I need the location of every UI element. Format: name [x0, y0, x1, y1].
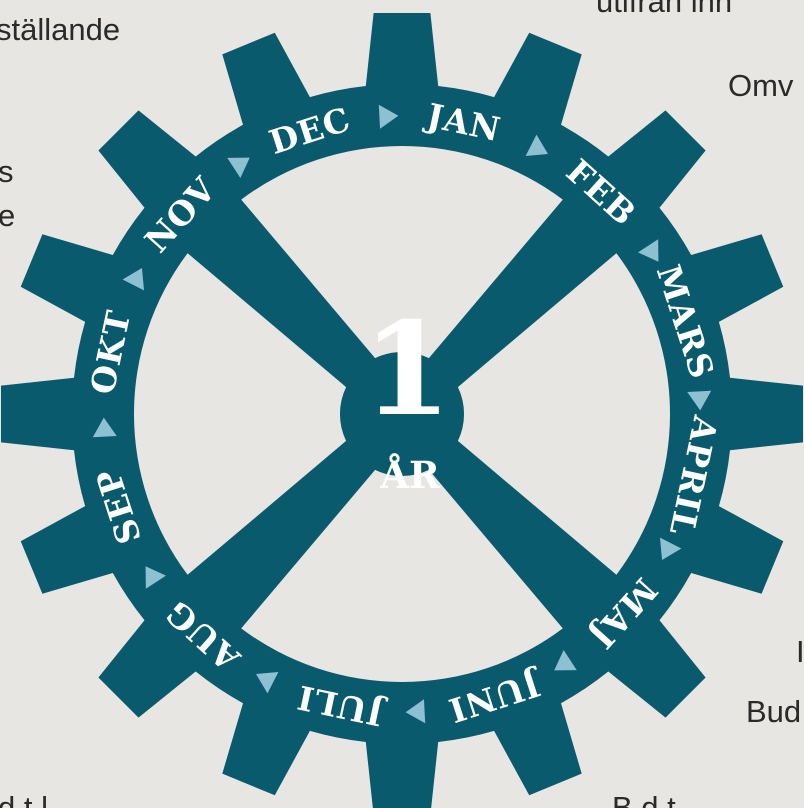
triangle-arrow-icon: [405, 699, 426, 724]
text-fragment-bottom-right: B d t: [612, 790, 676, 808]
text-fragment-right-1: Omv: [728, 68, 794, 103]
triangle-arrow-icon: [687, 390, 712, 411]
text-fragment-left-1: s: [0, 154, 14, 189]
triangle-arrow-icon: [638, 239, 659, 262]
text-fragment-top-left: ställande: [0, 12, 121, 47]
triangle-arrow-icon: [227, 157, 250, 178]
text-fragment-right-2: I: [796, 634, 804, 669]
triangle-arrow-icon: [554, 650, 577, 671]
triangle-arrow-icon: [256, 671, 279, 694]
triangle-arrow-icon: [525, 134, 548, 157]
month-arrows: [92, 104, 712, 724]
text-fragment-bottom-left: d t l: [0, 790, 48, 808]
triangle-arrow-icon: [92, 417, 117, 438]
gear-body: [1, 13, 803, 808]
triangle-arrow-icon: [122, 268, 145, 291]
center-number: 1: [362, 295, 451, 445]
text-fragment-right-3: Bud: [746, 694, 802, 729]
center-unit: ÅR: [379, 453, 440, 497]
triangle-arrow-icon: [378, 104, 399, 129]
triangle-arrow-icon: [659, 537, 682, 560]
text-fragment-top-right: utifrån inn: [596, 0, 733, 19]
text-fragment-left-2: e: [0, 198, 16, 233]
triangle-arrow-icon: [145, 566, 166, 589]
